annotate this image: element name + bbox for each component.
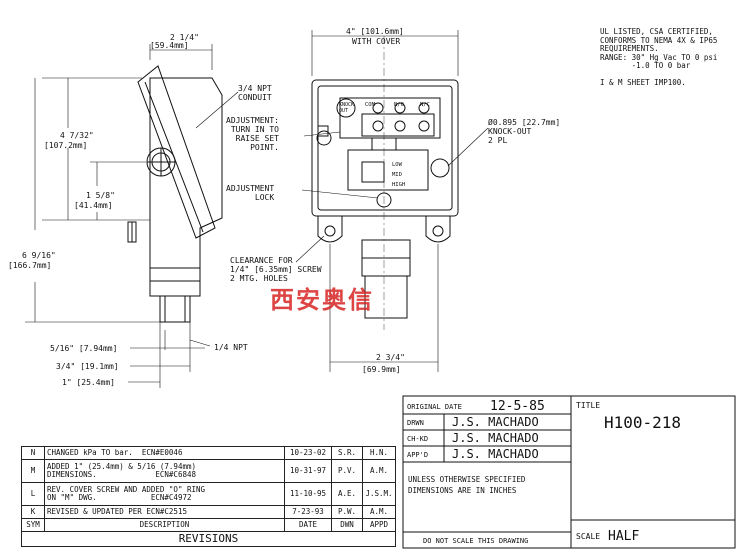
note-line: RANGE: 30" Hg Vac TO 0 psi <box>600 52 718 62</box>
adjustment-callout: ADJUSTMENT: TURN IN TO RAISE SET POINT. <box>226 116 279 152</box>
drwn-label: DRWN <box>407 419 424 427</box>
table-row: L REV. COVER SCREW AND ADDED "O" RING ON… <box>21 482 396 506</box>
note-line: UL LISTED, CSA CERTIFIED, <box>600 27 713 36</box>
note-line: REQUIREMENTS. <box>600 44 659 53</box>
adjustment-lock-callout: ADJUSTMENT LOCK <box>226 184 275 202</box>
dim-cover-width: 4" [101.6mm] <box>346 27 404 36</box>
dim-mount-width-mm: [69.9mm] <box>362 365 401 374</box>
dim-npt-3: 1" [25.4mm] <box>62 378 115 387</box>
clearance-callout: CLEARANCE FOR 1/4" [6.35mm] SCREW 2 MTG.… <box>230 256 322 283</box>
title-label: TITLE <box>576 401 600 410</box>
table-row: M ADDED 1" (25.4mm) & 5/16 (7.94mm) DIME… <box>21 459 396 483</box>
npt-bottom-label: 1/4 NPT <box>214 343 248 352</box>
note-line: I & M SHEET IMP100. <box>600 78 686 87</box>
dim-overall-height-mm: [166.7mm] <box>8 261 51 270</box>
tolerance-note: UNLESS OTHERWISE SPECIFIED DIMENSIONS AR… <box>408 475 526 495</box>
note-line: CONFORMS TO NEMA 4X & IP65 <box>600 35 718 45</box>
original-date-label: ORIGINAL DATE <box>407 403 462 411</box>
dim-height-body-mm: [107.2mm] <box>44 141 87 150</box>
dim-conduit-offset: 1 5/8" <box>86 191 115 200</box>
mid-label: MID <box>392 172 402 178</box>
table-row: K REVISED & UPDATED PER ECN#C2515 7-23-9… <box>21 505 396 519</box>
appd-name: J.S. MACHADO <box>452 447 539 461</box>
dim-width-top: 2 1/4" <box>170 33 199 42</box>
table-row: N CHANGED kPa TO bar. ECN#E0046 10-23-02… <box>21 446 396 460</box>
dim-width-top-mm: [59.4mm] <box>150 41 189 50</box>
dim-overall-height: 6 9/16" <box>22 251 56 260</box>
low-label: LOW <box>392 162 403 168</box>
revisions-table: N CHANGED kPa TO bar. ECN#E0046 10-23-02… <box>21 446 396 547</box>
dim-cover-label: WITH COVER <box>352 37 400 46</box>
knock-out-inner-label: KNOCK OUT <box>339 102 355 114</box>
chkd-name: J.S. MACHADO <box>452 431 539 445</box>
table-footer-row: REVISIONS <box>21 531 396 547</box>
conduit-callout: 3/4 NPT CONDUIT <box>238 84 272 102</box>
dim-conduit-offset-mm: [41.4mm] <box>74 201 113 210</box>
drawing-title: H100-218 <box>604 413 681 432</box>
dim-npt-2: 3/4" [19.1mm] <box>56 362 119 371</box>
com-label: COM <box>365 102 376 108</box>
dim-height-body: 4 7/32" <box>60 131 94 140</box>
watermark: 西安奥信 <box>270 286 374 314</box>
dim-mount-width: 2 3/4" <box>376 353 405 362</box>
no-label: N/O <box>394 102 404 108</box>
note-line: -1.0 TO 0 bar <box>600 61 691 70</box>
side-view-cover <box>137 65 216 239</box>
front-view-housing <box>311 79 459 217</box>
appd-label: APP'D <box>407 451 428 459</box>
knockout-callout: Ø0.895 [22.7mm] KNOCK-OUT 2 PL <box>488 118 561 145</box>
high-label: HIGH <box>392 182 405 188</box>
scale-label: SCALE <box>576 532 600 541</box>
dim-npt-1: 5/16" [7.94mm] <box>50 344 117 353</box>
chkd-label: CH-KD <box>407 435 428 443</box>
table-header-row: SYM DESCRIPTION DATE DWN APPD <box>21 518 396 532</box>
general-notes: UL LISTED, CSA CERTIFIED, CONFORMS TO NE… <box>600 27 718 88</box>
nc-label: N/C <box>420 102 430 108</box>
original-date: 12-5-85 <box>490 399 545 414</box>
no-scale-note: DO NOT SCALE THIS DRAWING <box>423 537 528 545</box>
drwn-name: J.S. MACHADO <box>452 415 539 429</box>
scale-value: HALF <box>608 529 639 544</box>
